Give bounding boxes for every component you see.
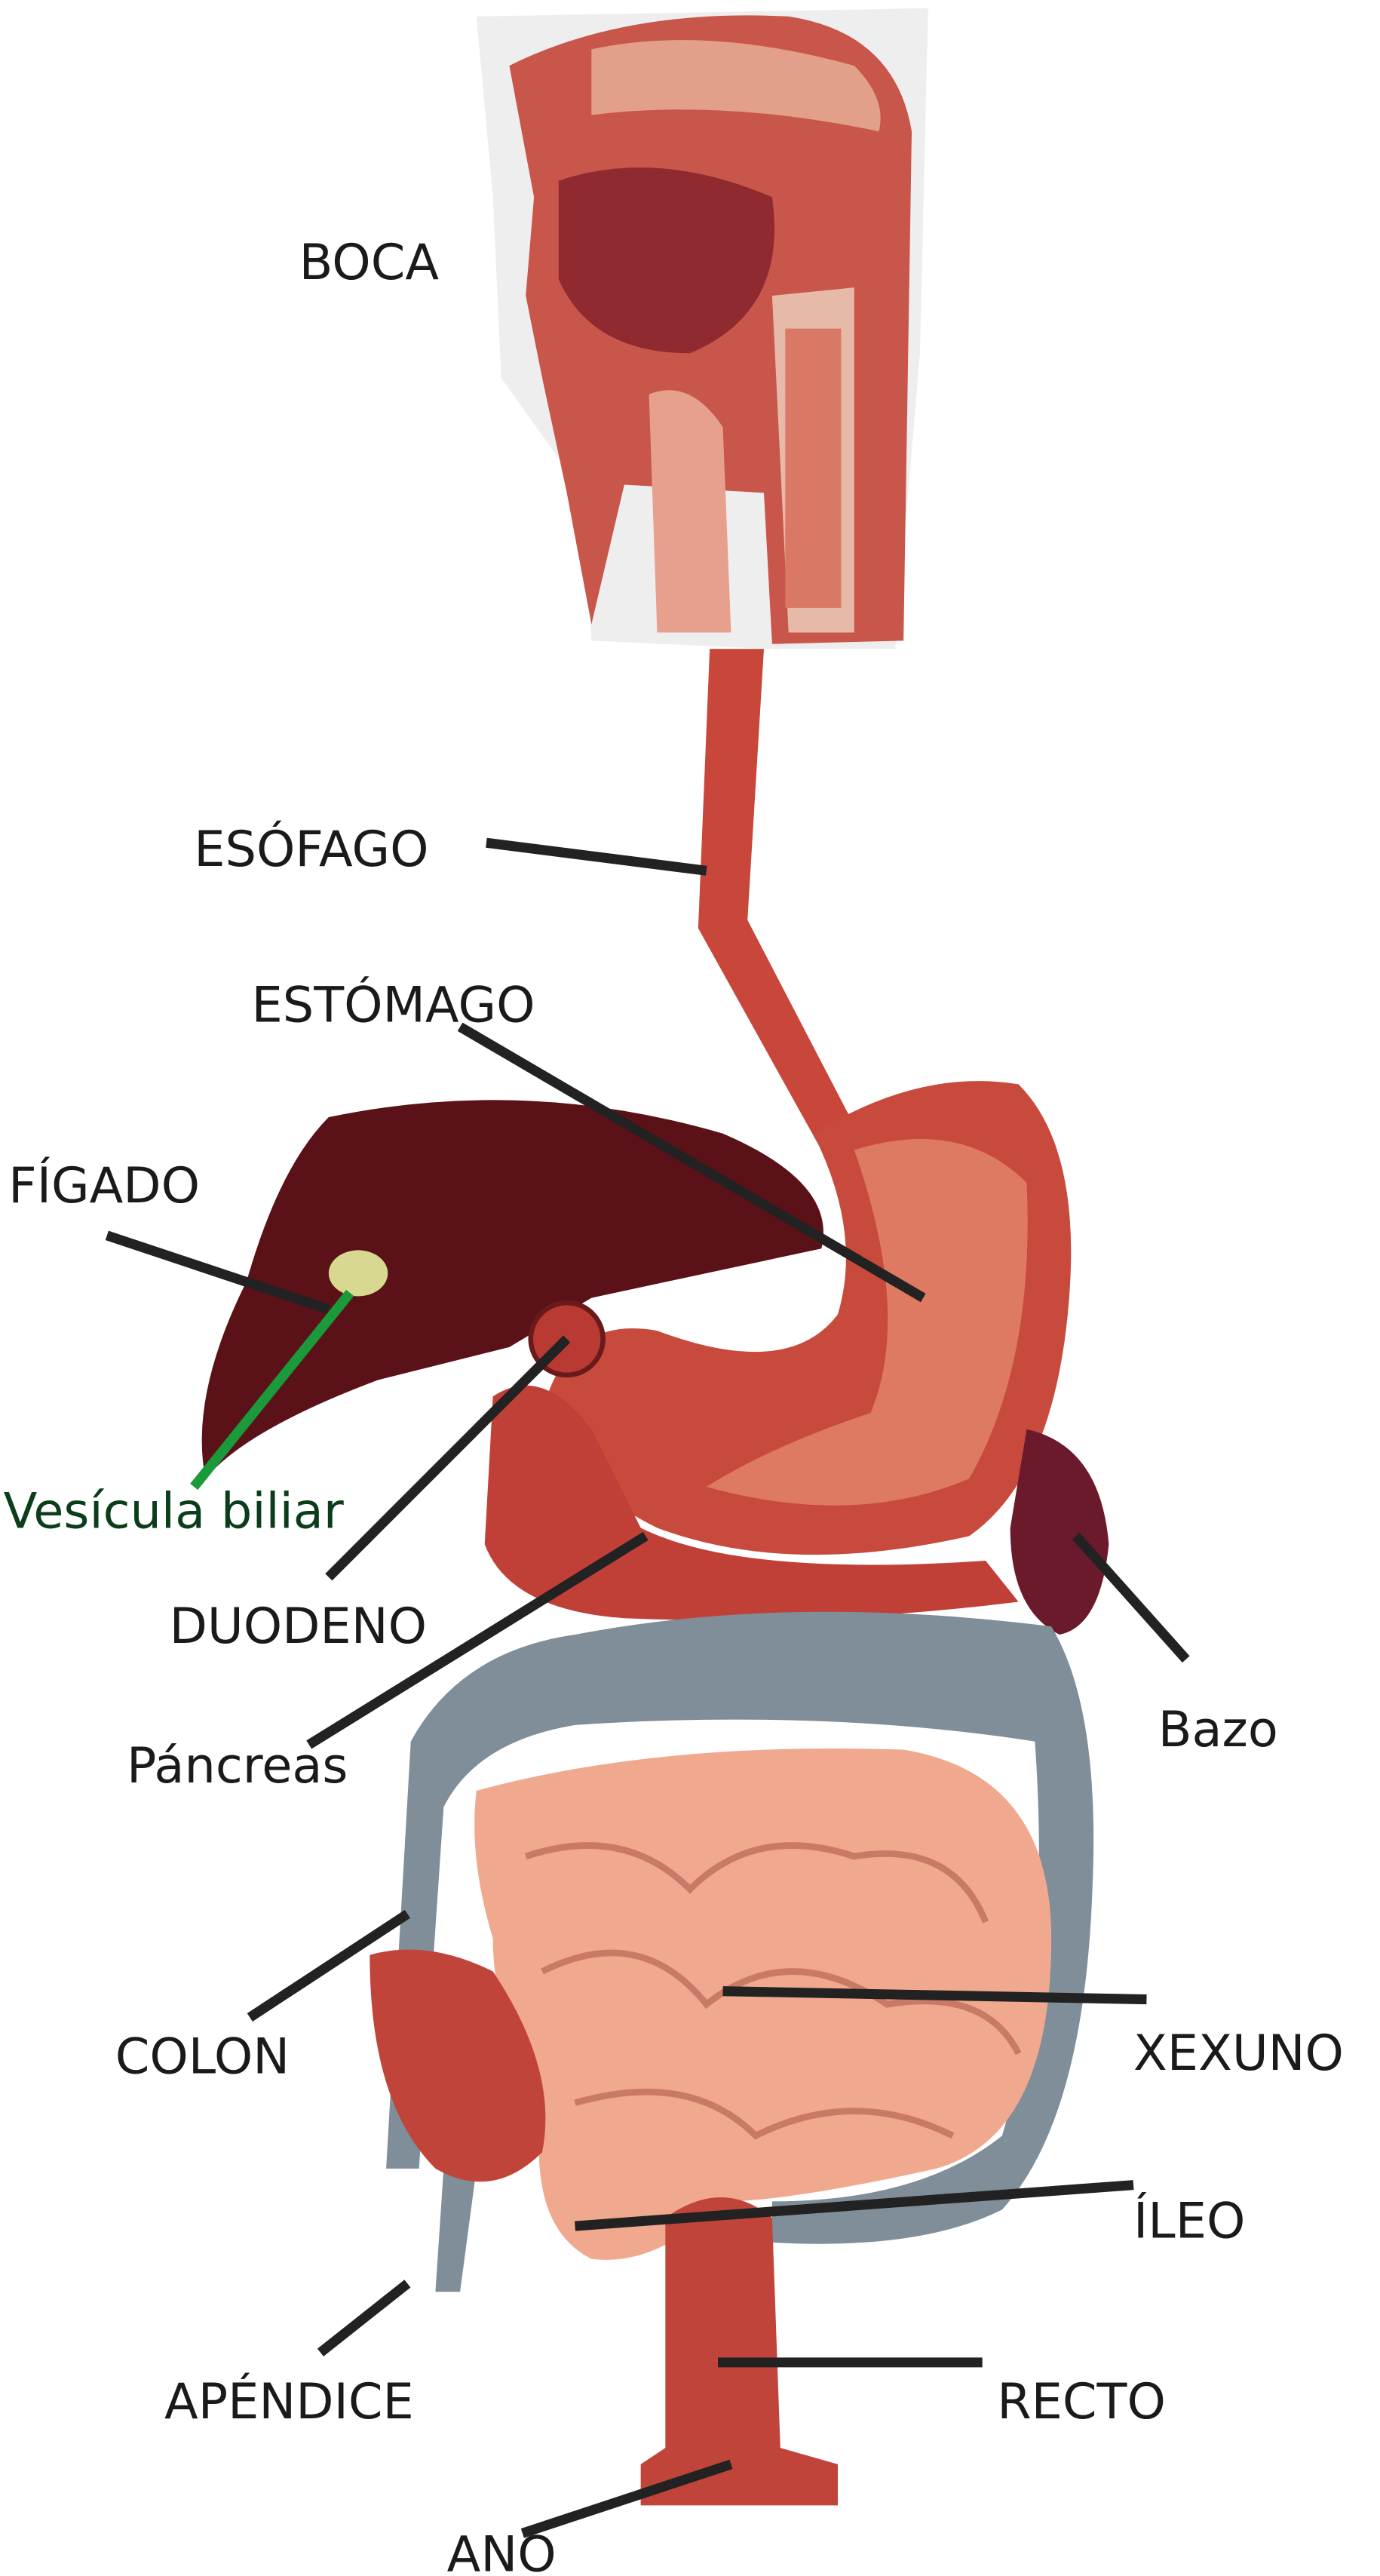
leader-esofago (486, 837, 707, 876)
label-ano: ANO (447, 2525, 557, 2576)
label-ileo: ÍLEO (1133, 2191, 1245, 2249)
label-apendice: APÉNDICE (164, 2372, 414, 2430)
label-esofago: ESÓFAGO (194, 820, 428, 878)
colon (386, 1611, 1094, 2244)
label-boca: BOCA (299, 234, 440, 291)
head-section (476, 8, 928, 649)
leader-ileo (575, 2180, 1134, 2231)
leader-ano (520, 2459, 733, 2538)
leader-figado (105, 1230, 330, 1315)
label-duodeno: DUODENO (170, 1598, 427, 1655)
label-xexuno: XEXUNO (1133, 2025, 1344, 2082)
leader-duodeno (325, 1335, 571, 1581)
gallbladder (328, 1250, 388, 1297)
leader-pancreas (306, 1531, 649, 1749)
appendix (435, 2168, 477, 2292)
label-bazo: Bazo (1158, 1701, 1278, 1758)
small-intestine (474, 1748, 1052, 2260)
label-figado: FÍGADO (8, 1156, 200, 1214)
label-recto: RECTO (997, 2373, 1166, 2430)
pancreas (484, 1385, 1019, 1620)
label-pancreas: Páncreas (127, 1737, 348, 1795)
leader-xexuno (722, 1986, 1147, 2005)
spleen (1010, 1429, 1109, 1635)
label-colon: COLON (115, 2028, 290, 2086)
leader-lines (105, 837, 1190, 2538)
label-vesicula: Vesícula biliar (4, 1482, 344, 1540)
labels: BOCA ESÓFAGO ESTÓMAGO FÍGADO Vesícula bi… (4, 234, 1344, 2576)
label-estomago: ESTÓMAGO (251, 976, 535, 1034)
rectum (640, 2197, 839, 2506)
leader-colon (247, 1909, 410, 2022)
anatomy-illustration (201, 8, 1109, 2506)
liver (201, 1100, 823, 1479)
leader-vesicula (190, 1289, 354, 1491)
esophagus (698, 649, 854, 1150)
leader-apendice (317, 2280, 411, 2356)
leader-bazo (1072, 1533, 1190, 1663)
leader-estomago (457, 1022, 926, 1303)
